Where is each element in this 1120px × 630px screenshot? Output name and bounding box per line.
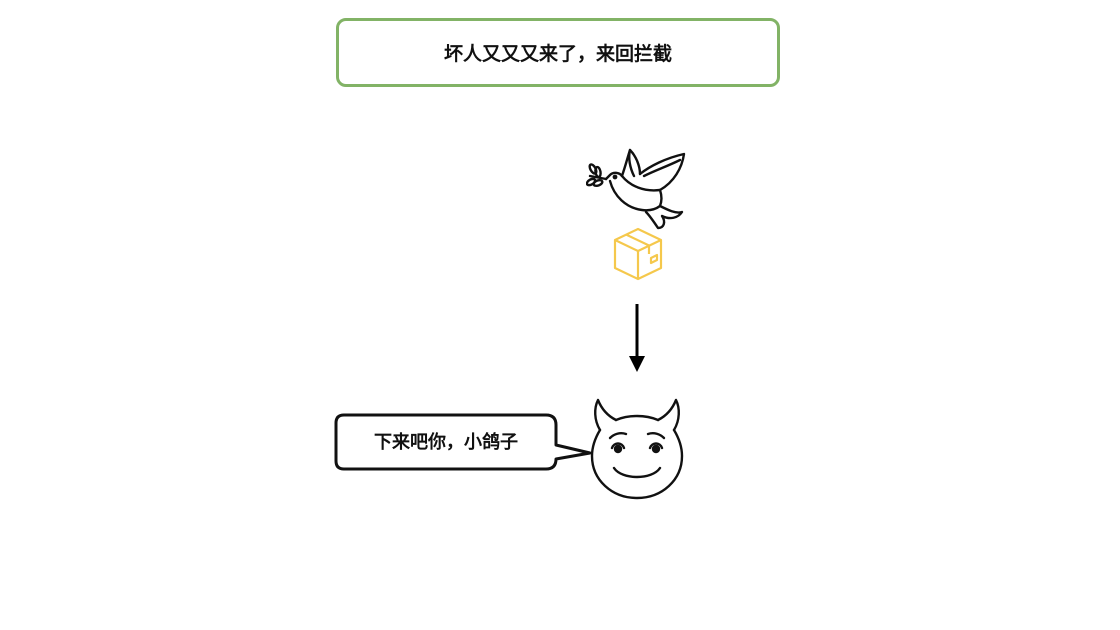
speech-bubble-text: 下来吧你，小鸽子 (374, 432, 518, 453)
down-arrow (629, 304, 645, 372)
title-box: 坏人又又又来了，来回拦截 (336, 18, 780, 87)
title-text: 坏人又又又来了，来回拦截 (443, 43, 672, 65)
dove-icon (586, 148, 686, 230)
speech-bubble (334, 413, 592, 471)
devil-face-icon (590, 398, 684, 500)
package-box-icon (613, 227, 663, 281)
